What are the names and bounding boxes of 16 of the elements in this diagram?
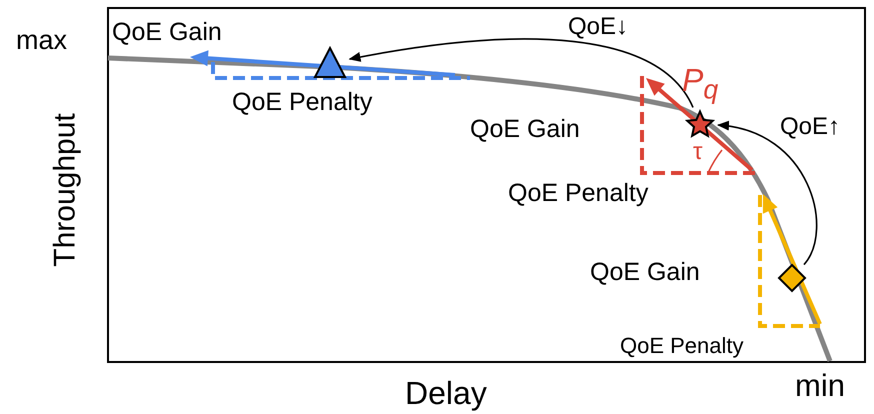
axis-label: Throughput xyxy=(50,113,80,267)
annotation-text: QoE Penalty xyxy=(508,181,648,206)
axis-tick-label: max xyxy=(16,27,68,54)
math-symbol: τ xyxy=(693,140,702,164)
axis-tick-label: min xyxy=(795,370,845,401)
annotation-text: QoE Penalty xyxy=(232,90,372,115)
annotation-text: QoE Penalty xyxy=(620,335,744,357)
axis-label: Delay xyxy=(405,377,487,409)
curved-arrow xyxy=(717,122,818,266)
math-symbol: P$_{q}$ xyxy=(682,64,718,104)
curved-arrow xyxy=(348,38,694,108)
annotation-text: QoE Gain xyxy=(590,260,700,285)
annotation-text: QoE Gain xyxy=(470,117,580,142)
annotation-text: QoE Gain xyxy=(112,20,222,45)
edge-label: QoE↑ xyxy=(780,115,840,139)
edge-label: QoE↓ xyxy=(568,15,628,39)
